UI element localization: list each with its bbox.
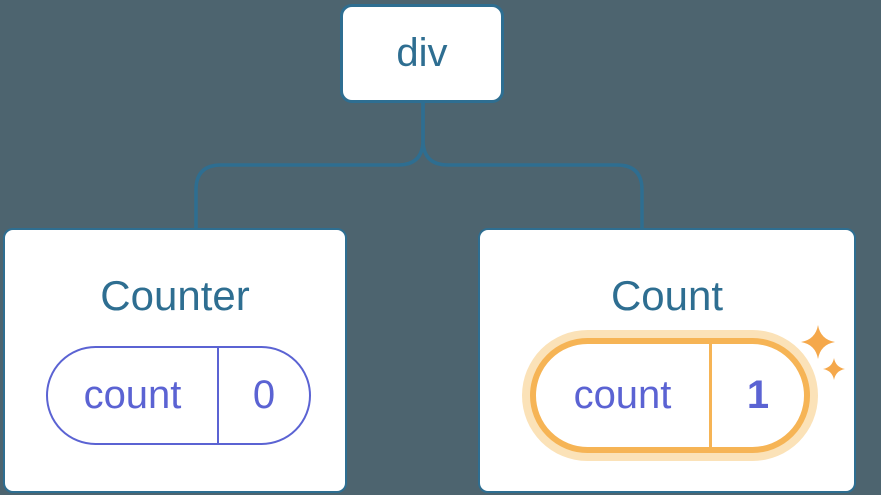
component-title-counter: Counter: [100, 272, 250, 319]
root-node-div: div: [340, 4, 504, 103]
component-title-count: Count: [610, 272, 724, 319]
sparkle-large: [801, 325, 835, 359]
state-pill-counter: count 0: [46, 346, 311, 445]
component-card-count: Count count 1: [478, 228, 856, 493]
state-value: 1: [746, 373, 770, 417]
component-card-counter: Counter count 0: [3, 228, 347, 493]
sparkle-small: [823, 358, 845, 380]
state-name-label: count: [83, 373, 182, 417]
state-pill-count-highlighted: count 1: [530, 338, 810, 453]
connector-branch-right: [421, 101, 644, 228]
state-name-label: count: [573, 373, 672, 417]
sparkle-icon: [801, 325, 845, 380]
pill-divider: [709, 344, 712, 447]
pill-divider: [217, 348, 219, 443]
connector-branch-left: [194, 101, 425, 228]
state-value: 0: [252, 373, 276, 417]
root-node-label: div: [396, 31, 448, 75]
